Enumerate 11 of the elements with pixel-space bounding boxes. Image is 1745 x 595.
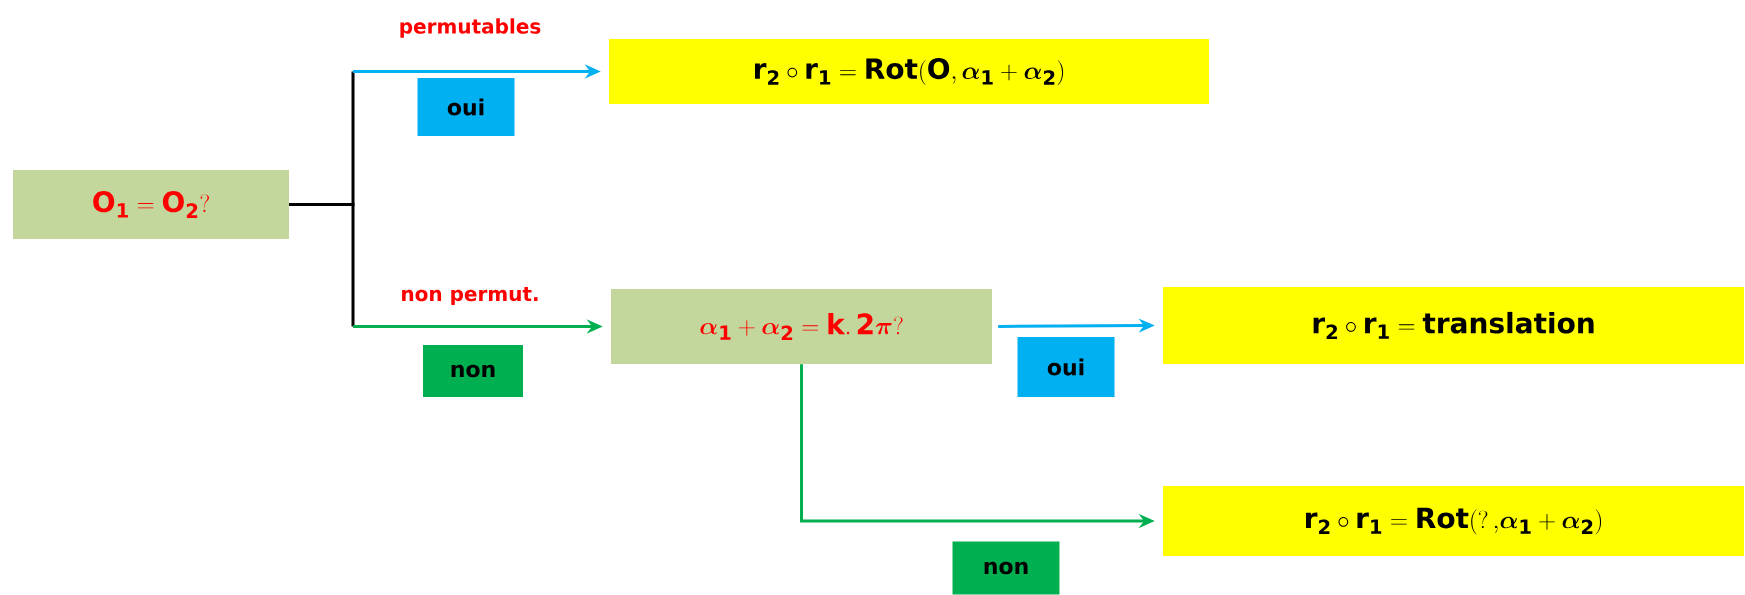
edge-label: non [952,541,1060,595]
edge-label: non [423,345,523,397]
decision-box: $\mathbf{O_1 = O_2}?$ [13,170,289,239]
branch-label: permutables [400,18,541,38]
edge-label: oui [1017,337,1115,397]
result-box: $\mathbf{r_2 \circ r_1 = Rot(}?\,\mathbf{,}\boldsymbol{\alpha}_\mathbf{1} + \boldsymbol{\alpha}_\mathbf{2}\mathbf{)}$ [1163,486,1744,556]
result-box: $\mathbf{r_2 \circ r_1 = Rot(O,\boldsymbol{\alpha}_1 + \boldsymbol{\alpha}_2)}$ [609,39,1209,104]
result-box: $\mathbf{r_2 \circ r_1 = translation}$ [1163,287,1744,364]
decision-box: $\boldsymbol{\alpha}_\mathbf{1} + \boldsymbol{\alpha}_\mathbf{2} = \mathbf{k.\,2}\boldsymbol{\pi}?$ [611,289,992,364]
edge-label: oui [417,78,515,136]
branch-label: non permut. [402,286,538,306]
